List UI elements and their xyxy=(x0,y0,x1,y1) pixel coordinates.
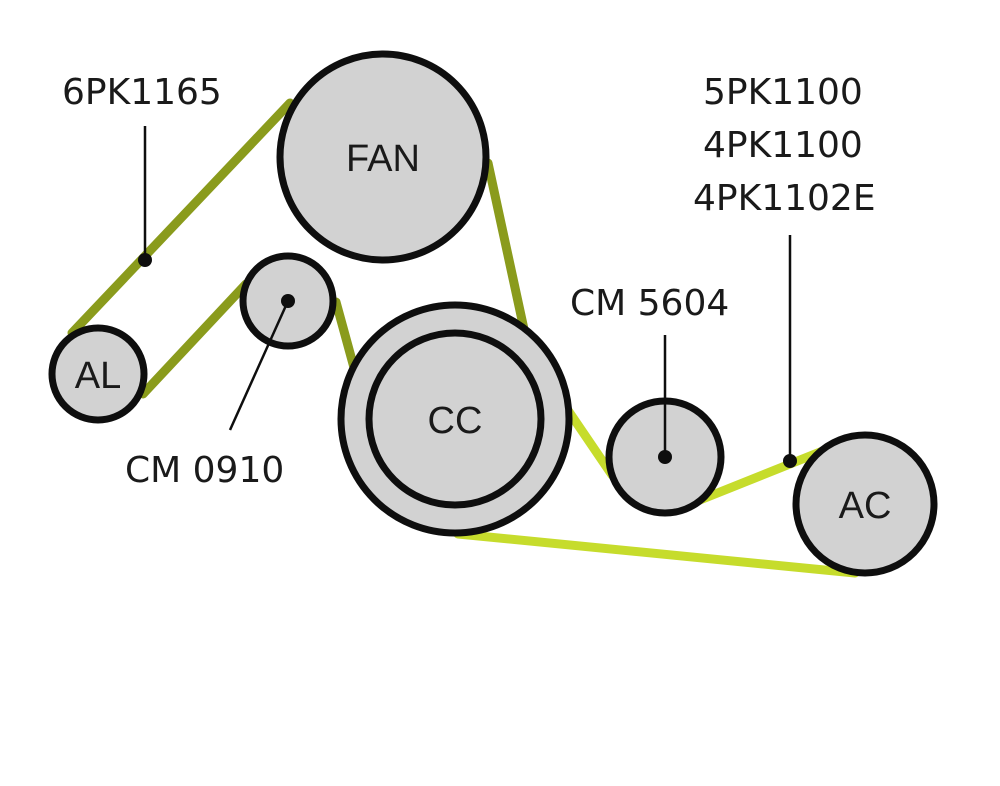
ac-label: AC xyxy=(839,485,892,527)
fan-label: FAN xyxy=(346,138,420,180)
leader-cm0910 xyxy=(228,300,290,431)
callout-4pk1102e: 4PK1102E xyxy=(693,178,876,219)
belt-segment-idler-ac xyxy=(695,443,835,505)
ac-pulley xyxy=(792,431,938,577)
leader-dot-cm5604 xyxy=(658,450,672,464)
cc-pulley-inner-ring xyxy=(365,329,545,509)
cc-label: CC xyxy=(428,400,483,442)
callout-cm0910: CM 0910 xyxy=(125,450,284,491)
al-label: AL xyxy=(75,355,121,397)
cc-pulley-outer xyxy=(337,301,573,537)
leader-dot-6pk1165 xyxy=(138,253,152,267)
al-pulley xyxy=(48,324,148,424)
leader-dot-5pk1100 xyxy=(783,454,797,468)
belt-segment-fan-al xyxy=(67,98,295,338)
callout-5pk1100: 5PK1100 xyxy=(703,72,863,113)
callout-4pk1100: 4PK1100 xyxy=(703,125,863,166)
callout-6pk1165: 6PK1165 xyxy=(62,72,222,113)
callout-cm5604: CM 5604 xyxy=(570,283,729,324)
fan-pulley xyxy=(276,50,490,264)
leader-dot-cm0910 xyxy=(281,294,295,308)
belt-segment-cc-ac xyxy=(453,529,860,578)
belt-segment-al-idler xyxy=(138,279,251,399)
